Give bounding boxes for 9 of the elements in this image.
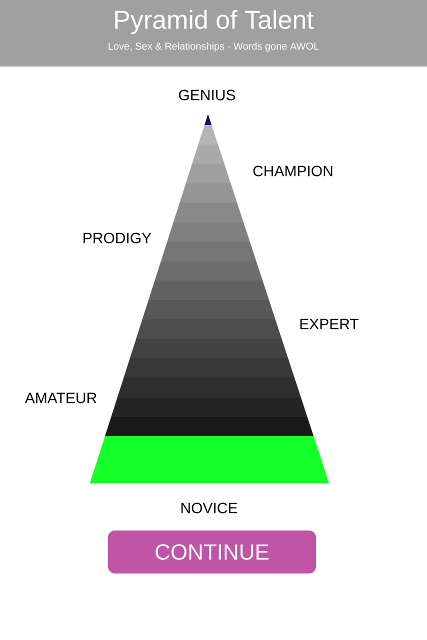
continue-button: CONTINUE xyxy=(106,528,318,576)
level-label: EXPERT xyxy=(300,318,359,330)
level-label: NOVICE xyxy=(181,502,238,514)
level-label: CHAMPION xyxy=(253,166,332,176)
level-label: AMATEUR xyxy=(24,392,96,404)
subtitle: Love, Sex & Relationships - Words gone AWOL xyxy=(108,42,319,52)
level-label: GENIUS xyxy=(179,90,236,100)
level-label: PRODIGY xyxy=(84,232,152,244)
title: Pyramid of Talent xyxy=(115,10,314,34)
